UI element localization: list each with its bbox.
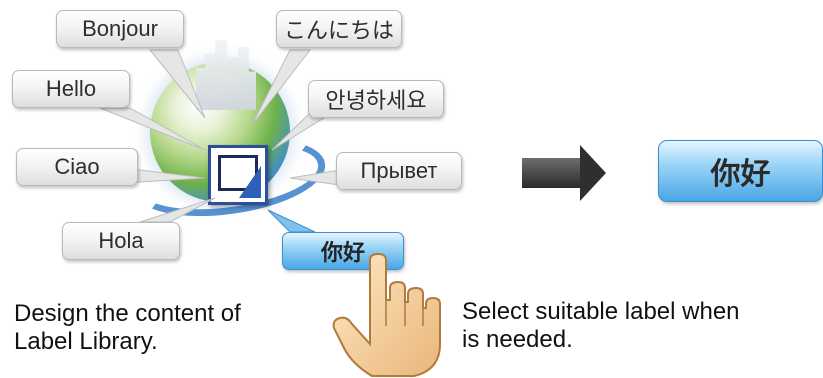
left-caption-line2: Label Library.: [14, 328, 158, 355]
selected-label-result[interactable]: 你好: [658, 140, 823, 202]
greeting-label-ciao[interactable]: Ciao: [16, 148, 138, 186]
right-caption-line2: is needed.: [462, 326, 573, 353]
greeting-text: こんにちは: [283, 18, 394, 43]
greeting-text: Ciao: [54, 154, 100, 179]
right-caption-line1: Select suitable label when: [462, 298, 740, 325]
greeting-label-konnichiwa[interactable]: こんにちは: [276, 10, 402, 48]
greeting-label-bonjour[interactable]: Bonjour: [56, 10, 184, 48]
greeting-text: Hola: [98, 228, 144, 253]
greeting-label-privet[interactable]: Прывет: [336, 152, 462, 190]
right-caption: Select suitable label when is needed.: [462, 298, 823, 354]
greeting-label-annyeong[interactable]: 안녕하세요: [308, 80, 444, 118]
greeting-text: Bonjour: [82, 16, 158, 41]
arrow-right-head: [580, 145, 606, 201]
label-box-icon: [208, 145, 268, 205]
greeting-text: 안녕하세요: [325, 88, 427, 113]
arrow-right-icon: [522, 158, 582, 188]
left-caption: Design the content of Label Library.: [14, 300, 241, 356]
city-buildings-icon: [196, 40, 256, 110]
greeting-label-hello[interactable]: Hello: [12, 70, 130, 108]
result-label-text: 你好: [710, 158, 771, 191]
greeting-text: Hello: [45, 76, 97, 101]
pointer-hand-icon: [332, 252, 441, 377]
greeting-text: Прывет: [360, 158, 438, 183]
left-caption-line1: Design the content of: [14, 300, 241, 327]
greeting-label-hola[interactable]: Hola: [62, 222, 180, 260]
greeting-text: 你好: [320, 240, 365, 265]
